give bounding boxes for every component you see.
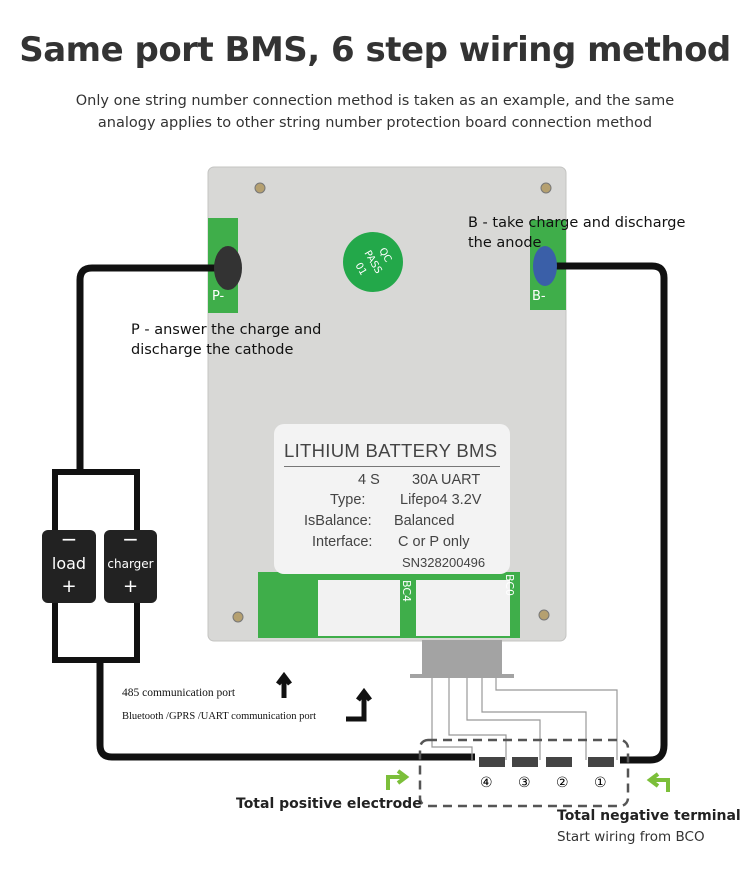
cell-label-2: ② [556, 775, 569, 791]
p-terminal [214, 246, 242, 290]
spec-series: 4 S [358, 472, 380, 488]
type-label: Type: [330, 492, 366, 508]
battery-pack-outline [418, 738, 630, 808]
b-terminal-line: the anode [468, 235, 542, 251]
p-terminal-label: P - answer the charge and discharge the c… [131, 320, 321, 360]
b-terminal-line: B - take charge and discharge [468, 215, 686, 231]
cell-2 [546, 757, 572, 767]
mounting-hole [254, 182, 266, 194]
b-terminal [533, 246, 557, 286]
balance-leads [431, 678, 618, 760]
balance-plug [422, 640, 502, 675]
positive-wire [96, 660, 475, 761]
qc-pass-stamp [343, 232, 403, 292]
minus-sign: − [122, 527, 139, 551]
load-label: load [51, 554, 87, 573]
cell-label-1: ① [594, 775, 607, 791]
connector-balance [416, 580, 510, 636]
cells [479, 757, 614, 767]
port-bluetooth-label: Bluetooth /GPRS /UART communication port [122, 711, 317, 722]
green-arrow-icon [386, 769, 410, 790]
p-wire [76, 264, 232, 470]
sticker-heading: LITHIUM BATTERY BMS [284, 440, 498, 461]
balance-value: Balanced [394, 513, 455, 529]
subtitle-line: analogy applies to other string number p… [97, 115, 653, 131]
port-485-label: 485 communication port [122, 687, 236, 699]
subtitle: Only one string number connection method… [40, 90, 710, 134]
type-value: Lifepo4 3.2V [400, 492, 482, 508]
charger-device: − charger + [104, 527, 157, 603]
arrow-up-icon [276, 671, 292, 698]
green-arrow-icon [646, 772, 670, 792]
minus-sign: − [60, 527, 78, 551]
serial-number: SN328200496 [402, 555, 486, 570]
balance-label: IsBalance: [304, 513, 372, 529]
pad-p-label: P- [212, 289, 225, 304]
mounting-hole [540, 182, 552, 194]
cell-3 [512, 757, 538, 767]
arrow-up-icon [346, 687, 372, 722]
cell-label-3: ③ [518, 775, 531, 791]
plus-sign: + [122, 576, 139, 597]
balance-plug-base [410, 674, 514, 678]
silk-bc0: BC0 [503, 574, 516, 596]
start-wiring-label: Start wiring from BCO [557, 829, 705, 845]
total-negative-label: Total negative terminal [557, 808, 741, 824]
b-terminal-label: B - take charge and discharge the anode [468, 213, 685, 253]
bms-label-sticker: LITHIUM BATTERY BMS 4 S 30A UART Type: L… [274, 424, 510, 574]
p-terminal-line: discharge the cathode [131, 342, 294, 358]
mounting-hole [232, 611, 244, 623]
page-title: Same port BMS, 6 step wiring method [19, 30, 731, 70]
b-wire [540, 262, 668, 764]
charger-label: charger [107, 557, 154, 571]
silk-bc4: BC4 [400, 580, 413, 602]
p-terminal-line: P - answer the charge and [131, 322, 322, 338]
interface-label: Interface: [312, 534, 373, 550]
spec-current: 30A UART [412, 472, 481, 488]
sticker-divider [284, 466, 500, 467]
connector-485 [318, 580, 400, 636]
pad-b-label: B- [532, 289, 546, 304]
load-device: − load + [42, 527, 96, 603]
subtitle-line: Only one string number connection method… [75, 93, 675, 109]
mounting-hole [538, 609, 550, 621]
cell-1 [588, 757, 614, 767]
cell-label-4: ④ [480, 775, 493, 791]
interface-value: C or P only [398, 534, 470, 550]
plus-sign: + [61, 576, 77, 597]
total-positive-label: Total positive electrode [236, 796, 422, 812]
cell-4 [479, 757, 505, 767]
